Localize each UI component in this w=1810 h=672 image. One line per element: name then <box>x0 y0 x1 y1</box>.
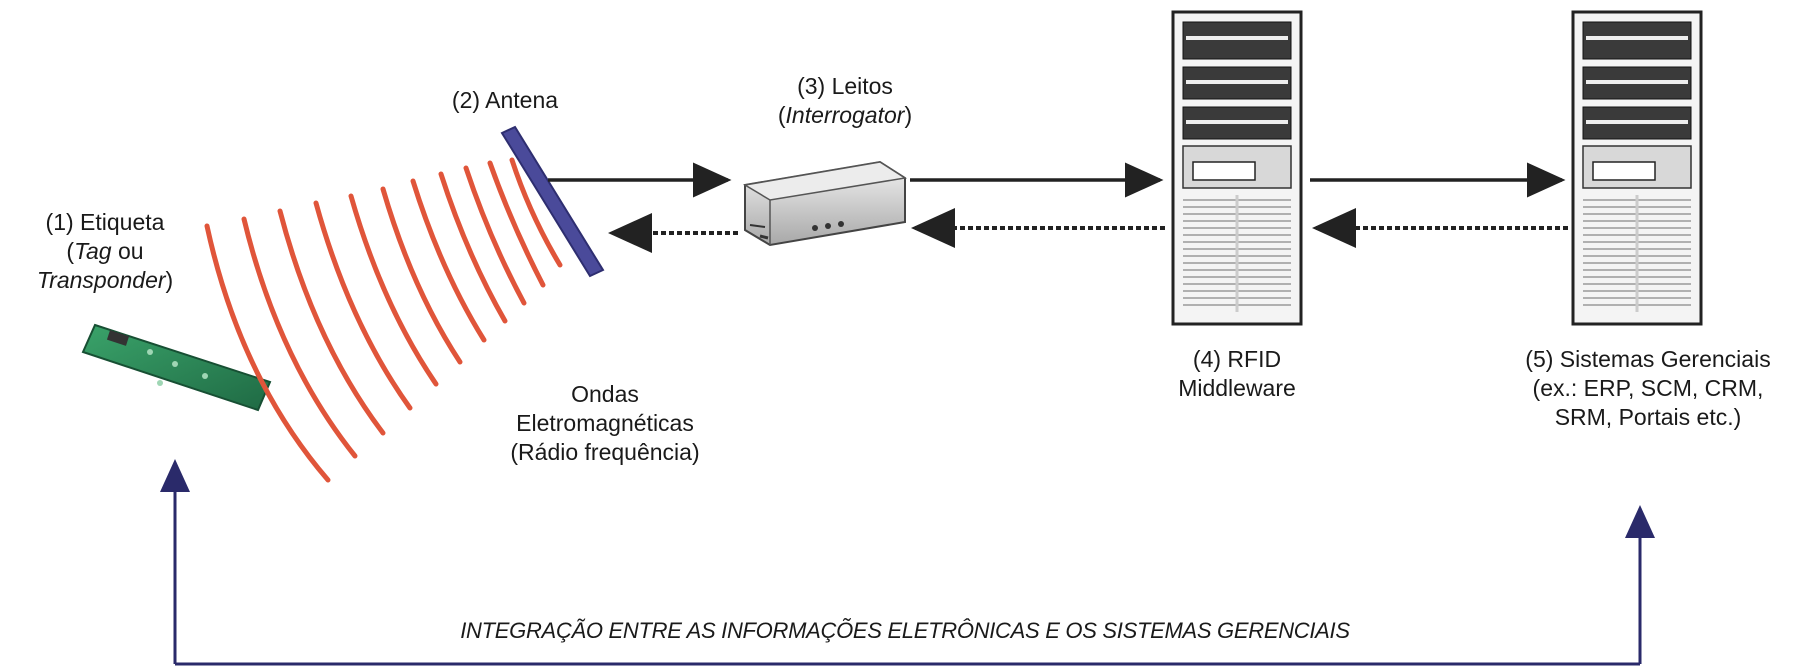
waves-label-line1: Ondas <box>571 381 639 407</box>
middleware-server <box>1171 10 1303 326</box>
tag-label-transponder: Transponder <box>36 267 166 293</box>
management-label-line3: SRM, Portais etc.) <box>1554 404 1742 430</box>
antenna <box>500 125 605 278</box>
waves-label-line2: Eletromagnéticas <box>516 410 694 436</box>
tag-label-tag: Tag <box>74 238 112 264</box>
waves-label-line3: (Rádio frequência) <box>510 439 700 465</box>
electromagnetic-waves <box>204 157 563 483</box>
tag-label-paren: ( <box>66 238 75 264</box>
reader-device <box>742 160 908 247</box>
tag-label: (1) Etiqueta (Tag ou Transponder) <box>10 208 200 295</box>
rfid-tag-board <box>81 323 272 412</box>
tag-label-line1: (1) Etiqueta <box>45 209 165 235</box>
reader-label-line1: (3) Leitos <box>797 73 893 99</box>
management-label-line2: (ex.: ERP, SCM, CRM, <box>1532 375 1764 401</box>
reader-label-open: ( <box>777 102 786 128</box>
tag-label-close: ) <box>165 267 174 293</box>
reader-label-close: ) <box>904 102 913 128</box>
waves-label: Ondas Eletromagnéticas (Rádio frequência… <box>480 380 730 467</box>
middleware-label-line1: (4) RFID <box>1192 346 1282 372</box>
integration-caption: INTEGRAÇÃO ENTRE AS INFORMAÇÕES ELETRÔNI… <box>460 618 1350 643</box>
tag-label-ou: ou <box>111 238 144 264</box>
reader-label-interrogator: Interrogator <box>785 102 905 128</box>
integration-loop-arrow <box>160 459 1655 666</box>
middleware-label: (4) RFID Middleware <box>1137 345 1337 403</box>
return-arrows <box>608 208 1568 253</box>
management-server <box>1571 10 1703 326</box>
reader-label: (3) Leitos (Interrogator) <box>745 72 945 130</box>
management-label-line1: (5) Sistemas Gerenciais <box>1525 346 1771 372</box>
management-label: (5) Sistemas Gerenciais (ex.: ERP, SCM, … <box>1490 345 1806 432</box>
antenna-label: (2) Antena <box>451 87 559 113</box>
middleware-label-line2: Middleware <box>1178 375 1296 401</box>
